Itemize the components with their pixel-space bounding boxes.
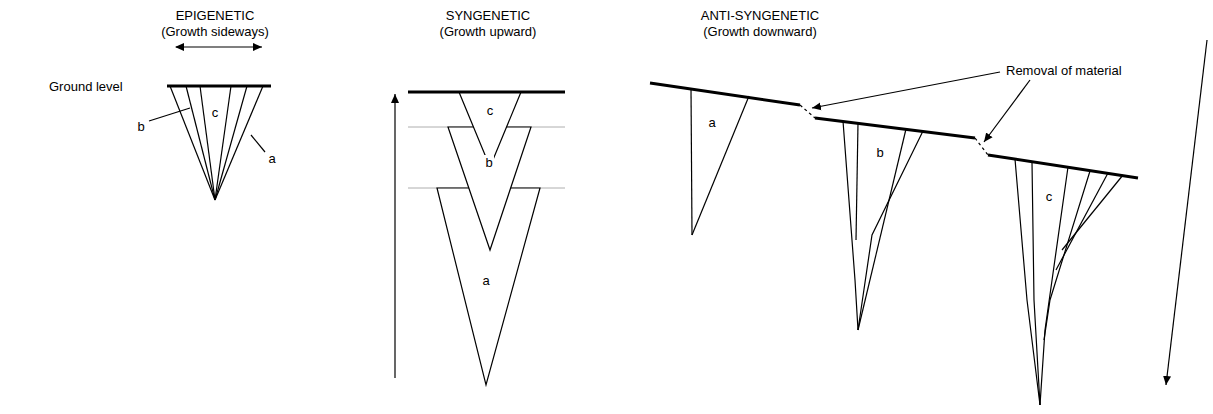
wedge-label: b — [875, 145, 884, 160]
leader-line — [149, 108, 190, 121]
wedge-label: c — [486, 103, 495, 118]
ground-line — [167, 85, 271, 88]
panel-heading: ANTI-SYNGENETIC — [700, 8, 820, 23]
removed-material — [800, 105, 815, 118]
ground-label: Ground level — [48, 79, 124, 94]
ground-line — [650, 83, 800, 105]
panel-heading: EPIGENETIC — [175, 8, 256, 23]
panel-subheading: (Growth upward) — [439, 24, 538, 39]
callout-text: Removal of material — [1005, 63, 1123, 78]
ground-line — [988, 155, 1138, 178]
downward-arrow — [1166, 40, 1207, 385]
upward-arrow — [394, 94, 395, 378]
wedge-label: c — [1045, 189, 1054, 204]
ground-line — [815, 118, 975, 138]
wedge-label: a — [267, 151, 276, 166]
anti-syngenetic-wedge — [843, 121, 923, 330]
ground-line — [408, 91, 565, 94]
leader-arrow — [812, 72, 1000, 108]
wedge-label: a — [481, 273, 490, 288]
leader-line — [251, 135, 265, 152]
panel-heading: SYNGENETIC — [445, 8, 532, 23]
panel-subheading: (Growth downward) — [702, 24, 817, 39]
anti-syngenetic-wedge — [1015, 159, 1123, 405]
removed-material — [975, 138, 988, 155]
wedge-label: b — [484, 155, 493, 170]
anti-syngenetic-wedge — [691, 88, 749, 235]
wedge-label: b — [136, 119, 145, 134]
wedge-label: a — [707, 115, 716, 130]
epigenetic-wedge — [170, 86, 263, 200]
wedge-label: c — [211, 105, 220, 120]
leader-arrow — [984, 80, 1030, 142]
sideways-arrow — [176, 46, 262, 47]
panel-subheading: (Growth sideways) — [160, 24, 270, 39]
